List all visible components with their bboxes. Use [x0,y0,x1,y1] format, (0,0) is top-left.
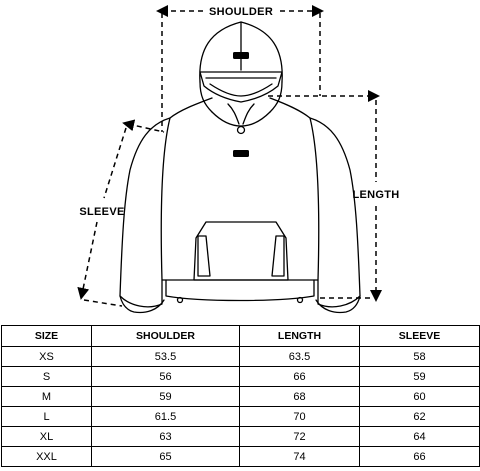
length-cell: 68 [239,386,360,407]
table-row: M 59 68 60 [1,386,480,407]
sleeve-cell: 66 [359,446,480,467]
sleeve-guide-bottom [83,299,123,307]
shoulder-cell: 63 [91,426,240,447]
header-shoulder: SHOULDER [91,325,240,347]
shoulder-cell: 61.5 [91,406,240,427]
table-row: XXL 65 74 66 [1,446,480,467]
sleeve-cell: 59 [359,366,480,387]
size-cell: M [1,386,92,407]
table-row: XL 63 72 64 [1,426,480,447]
hoodie-illustration [119,21,361,314]
drawstring-right [242,103,255,125]
size-cell: XXL [1,446,92,467]
table-row: S 56 66 59 [1,366,480,387]
shoulder-cell: 56 [91,366,240,387]
sleeve-cell: 58 [359,346,480,367]
kangaroo-pocket [193,221,289,281]
size-cell: L [1,406,92,427]
length-cell: 70 [239,406,360,427]
shoulder-cell: 59 [91,386,240,407]
right-sleeve [309,117,361,308]
table-row: XS 53.5 63.5 58 [1,346,480,367]
sleeve-cell: 64 [359,426,480,447]
shoulder-cell: 53.5 [91,346,240,367]
size-cell: S [1,366,92,387]
left-sleeve [119,117,171,308]
length-cell: 63.5 [239,346,360,367]
size-cell: XL [1,426,92,447]
shoulder-label: SHOULDER [209,6,273,18]
hood-opening [199,71,283,103]
length-cell: 66 [239,366,360,387]
size-cell: XS [1,346,92,367]
length-cell: 72 [239,426,360,447]
length-label: LENGTH [352,189,399,201]
shoulder-cell: 65 [91,446,240,467]
chest-logo [233,150,249,157]
drawstring-tip [236,125,246,135]
header-size: SIZE [1,325,92,347]
hood-logo [233,52,249,59]
drawstring-left [227,103,240,125]
sleeve-guide-top [122,119,165,133]
sleeve-cell: 62 [359,406,480,427]
sleeve-cell: 60 [359,386,480,407]
hem-band [165,279,315,302]
size-chart-table: SIZE SHOULDER LENGTH SLEEVE XS 53.5 63.5… [1,325,480,467]
header-sleeve: SLEEVE [359,325,480,347]
header-length: LENGTH [239,325,360,347]
table-header-row: SIZE SHOULDER LENGTH SLEEVE [1,325,480,347]
sleeve-dimension-line [103,127,127,199]
sleeve-label: SLEEVE [79,206,124,218]
body-outline [160,97,320,281]
table-row: L 61.5 70 62 [1,406,480,427]
hoodie-measurement-diagram: SHOULDER LENGTH SLEEVE [77,4,399,314]
length-cell: 74 [239,446,360,467]
